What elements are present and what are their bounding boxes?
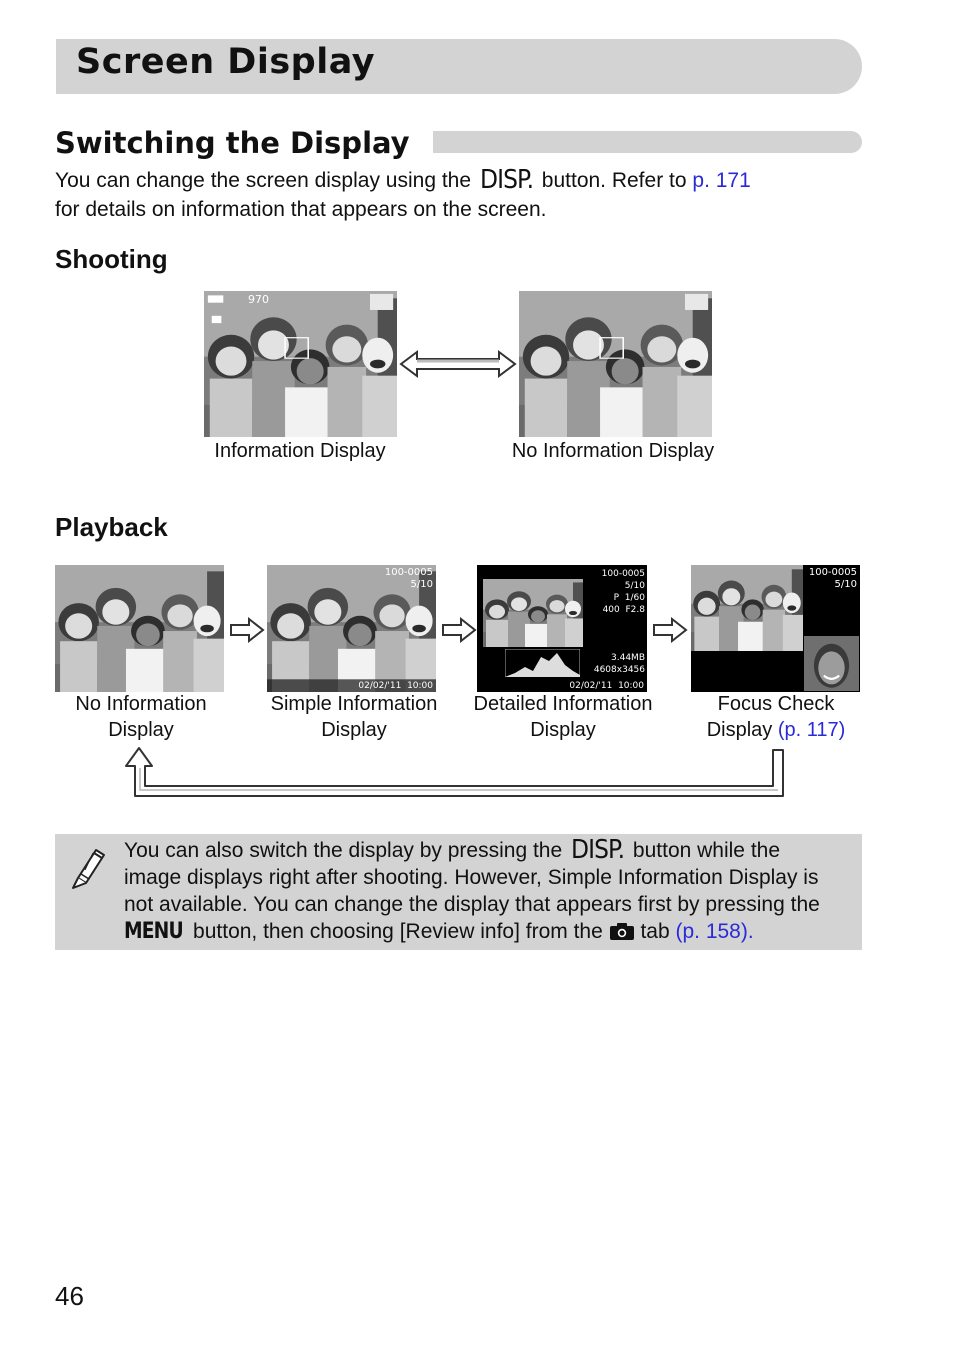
playback-detailed-info-photo: 100-0005 5/10 P 1/60 400 F2.8 3.44MB 460…	[477, 565, 647, 692]
date-time-overlay: 02/02/'11 10:00	[569, 681, 644, 691]
image-count: 5/10	[834, 579, 857, 590]
photo-image	[204, 291, 397, 437]
photo-image	[267, 565, 436, 692]
date: 02/02/'11	[569, 681, 613, 691]
title-band	[56, 39, 862, 94]
page-link-158[interactable]: (p. 158)	[675, 920, 748, 943]
page-number: 46	[55, 1281, 84, 1311]
histogram-icon	[505, 649, 580, 677]
caption-line: Detailed Information	[473, 693, 653, 715]
pencil-icon	[72, 849, 105, 889]
date: 02/02/'11	[358, 681, 402, 691]
shooting-heading: Shooting	[55, 244, 168, 274]
caption-line: Focus Check	[717, 693, 835, 715]
double-arrow-icon	[399, 350, 517, 378]
shooting-mode: P	[613, 593, 620, 603]
note-box	[55, 834, 862, 950]
shooting-info-display-photo: 970	[204, 291, 397, 437]
exif-overlay: 100-0005 5/10 P 1/60 400 F2.8 3.44MB 460…	[589, 568, 645, 676]
arrow-right-icon	[442, 617, 477, 643]
caption-playback-detailed-info: Detailed Information Display	[463, 691, 663, 743]
caption-playback-no-info: No Information Display	[55, 691, 227, 743]
intro-text: You can change the screen display using …	[55, 169, 477, 192]
note-line: button while the	[627, 839, 781, 862]
time: 10:00	[407, 681, 433, 691]
caption-line: Display	[530, 719, 596, 741]
note-text: You can also switch the display by press…	[124, 837, 860, 945]
photo-thumbnail	[483, 579, 583, 647]
focus-zoom-image	[804, 636, 859, 691]
page-title: Screen Display	[76, 42, 376, 82]
arrow-right-icon	[230, 617, 265, 643]
playback-heading: Playback	[55, 512, 168, 542]
caption-playback-focus-check: Focus Check Display (p. 117)	[686, 691, 866, 743]
file-size: 3.44MB	[611, 653, 645, 663]
arrow-right-icon	[653, 617, 688, 643]
page-link-171[interactable]: p. 171	[692, 169, 751, 192]
file-number: 100-0005	[808, 567, 857, 578]
time: 10:00	[618, 681, 644, 691]
image-count: 5/10	[410, 579, 433, 590]
caption-line: No Information	[75, 693, 207, 715]
aperture: F2.8	[625, 605, 646, 615]
shot-counter: 970	[248, 293, 269, 306]
note-line: not available. You can change the displa…	[124, 893, 820, 916]
note-line-end: .	[747, 920, 754, 943]
disp-button-icon: DISP.	[570, 835, 625, 865]
note-line: button, then choosing [Review info] from…	[187, 920, 609, 943]
section-title: Switching the Display	[55, 126, 410, 160]
camera-tab-icon	[609, 923, 634, 940]
caption-playback-simple-info: Simple Information Display	[259, 691, 449, 743]
shooting-no-info-display-photo	[519, 291, 712, 437]
intro-text-line2: for details on information that appears …	[55, 198, 547, 221]
playback-simple-info-photo: 100-0005 5/10 02/02/'11 10:00	[267, 565, 436, 692]
caption-line: Display	[321, 719, 387, 741]
page-link-117[interactable]: (p. 117)	[777, 719, 846, 741]
menu-button-icon: MENU	[124, 919, 184, 944]
file-info-overlay: 100-0005 5/10	[385, 567, 433, 591]
date-time-overlay: 02/02/'11 10:00	[358, 681, 433, 691]
intro-text-middle: button. Refer to	[535, 169, 693, 192]
note-line: You can also switch the display by press…	[124, 839, 568, 862]
caption-line: Simple Information	[270, 693, 438, 715]
resolution: 4608x3456	[593, 665, 645, 675]
caption-information-display: Information Display	[214, 440, 386, 462]
shutter-speed: 1/60	[624, 593, 645, 603]
note-line: image displays right after shooting. How…	[124, 866, 819, 889]
iso: 400	[602, 605, 620, 615]
section-title-bar	[433, 131, 862, 153]
photo-image	[55, 565, 224, 692]
playback-focus-check-photo: 100-0005 5/10	[691, 565, 860, 692]
file-info-overlay: 100-0005 5/10	[809, 567, 857, 591]
return-arrow-icon	[125, 747, 784, 797]
caption-no-information-display: No Information Display	[511, 440, 715, 462]
photo-thumbnail	[691, 565, 803, 651]
file-number: 100-0005	[601, 569, 645, 579]
image-count: 5/10	[624, 581, 645, 591]
intro-paragraph: You can change the screen display using …	[55, 166, 905, 224]
caption-line: Display	[108, 719, 174, 741]
file-number: 100-0005	[384, 567, 433, 578]
playback-no-info-photo	[55, 565, 224, 692]
caption-line: Display	[706, 719, 778, 741]
note-line: tab	[634, 920, 676, 943]
disp-button-icon: DISP.	[479, 165, 534, 195]
photo-image	[519, 291, 712, 437]
